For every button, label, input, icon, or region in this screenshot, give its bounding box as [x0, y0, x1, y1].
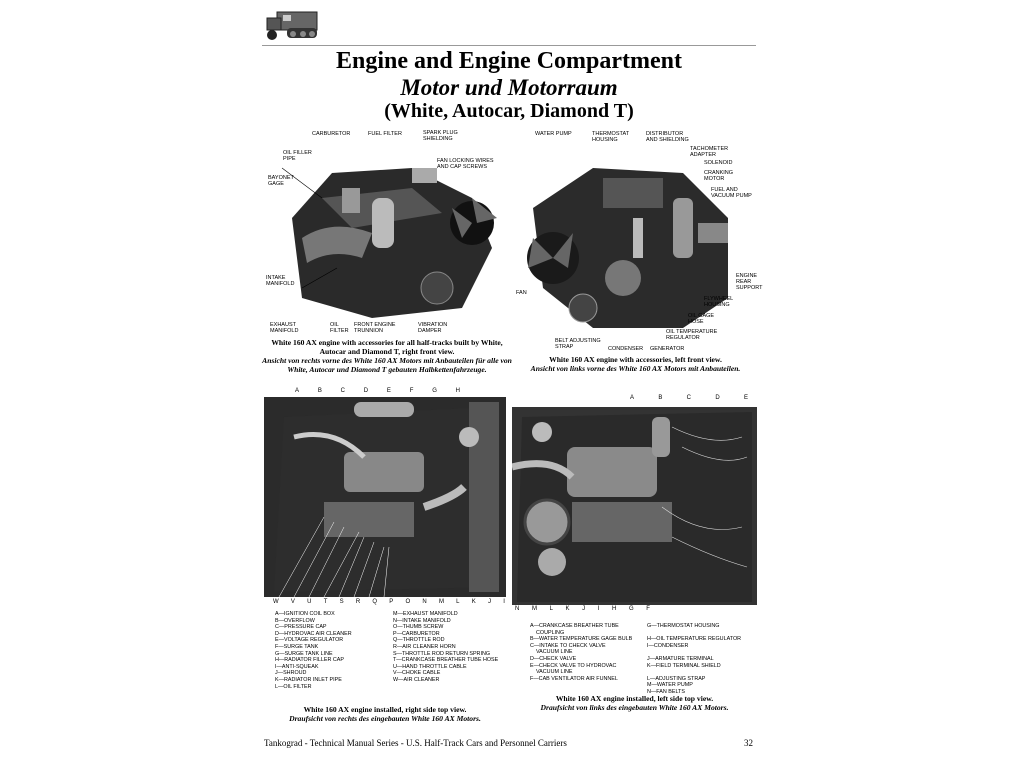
engine-photo-right-front [262, 128, 512, 338]
footer-page-number: 32 [744, 738, 753, 748]
label-oil-filler-pipe: OIL FILLER PIPE [283, 150, 312, 162]
label-belt-adjusting-strap: BELT ADJUSTING STRAP [555, 338, 601, 350]
label-vibration-damper: VIBRATION DAMPER [418, 322, 448, 334]
caption-photo-4: White 160 AX engine installed, left side… [540, 694, 729, 712]
label-tachometer-adapter: TACHOMETER ADAPTER [690, 146, 729, 158]
label-fan: FAN [516, 290, 527, 296]
engine-photo-left-front [513, 128, 758, 350]
page-title: Engine and Engine Compartment [335, 48, 683, 74]
half-track-vehicle-icon [263, 6, 321, 44]
footer-series: Tankograd - Technical Manual Series - U.… [264, 738, 567, 748]
label-fan-locking-wires: FAN LOCKING WIRES AND CAP SCREWS [437, 158, 494, 170]
label-intake-manifold: INTAKE MANIFOLD [266, 275, 295, 287]
label-water-pump: WATER PUMP [535, 131, 572, 137]
label-oil-filter: OIL FILTER [330, 322, 349, 334]
label-oil-temperature-regulator: OIL TEMPERATURE REGULATOR [666, 329, 718, 341]
caption-photo-2: White 160 AX engine with accessories, le… [530, 355, 741, 373]
label-cranking-motor: CRANKING MOTOR [704, 170, 734, 182]
label-fuel-vacuum-pump: FUEL AND VACUUM PUMP [711, 187, 752, 199]
label-front-engine-trunnion: FRONT ENGINE TRUNNION [354, 322, 396, 334]
engine-photo-left-top-installed [512, 407, 757, 605]
label-generator: GENERATOR [650, 346, 685, 352]
label-fuel-filter: FUEL FILTER [368, 131, 402, 137]
label-exhaust-manifold: EXHAUST MANIFOLD [270, 322, 299, 334]
label-engine-rear-support: ENGINE REAR SUPPORT [736, 273, 763, 291]
page-subtitle-makers: (White, Autocar, Diamond T) [384, 100, 634, 122]
label-distributor-shielding: DISTRIBUTOR AND SHIELDING [646, 131, 689, 143]
caption-photo-3: White 160 AX engine installed, right sid… [289, 705, 481, 723]
label-solenoid: SOLENOID [704, 160, 733, 166]
label-bayonet-gage: BAYONET GAGE [268, 175, 294, 187]
label-flywheel-housing: FLYWHEEL HOUSING [704, 296, 734, 308]
engine-photo-right-top-installed [264, 397, 506, 597]
label-condenser: CONDENSER [608, 346, 644, 352]
label-oil-gage-hose: OIL GAGE HOSE [688, 313, 715, 325]
label-carburetor: CARBURETOR [312, 131, 351, 137]
header-rule [262, 45, 756, 46]
label-spark-plug-shielding: SPARK PLUG SHIELDING [423, 130, 458, 142]
caption-photo-1: White 160 AX engine with accessories for… [262, 338, 512, 374]
page-subtitle-german: Motor und Motorraum [400, 75, 618, 100]
label-thermostat-housing: THERMOSTAT HOUSING [592, 131, 630, 143]
